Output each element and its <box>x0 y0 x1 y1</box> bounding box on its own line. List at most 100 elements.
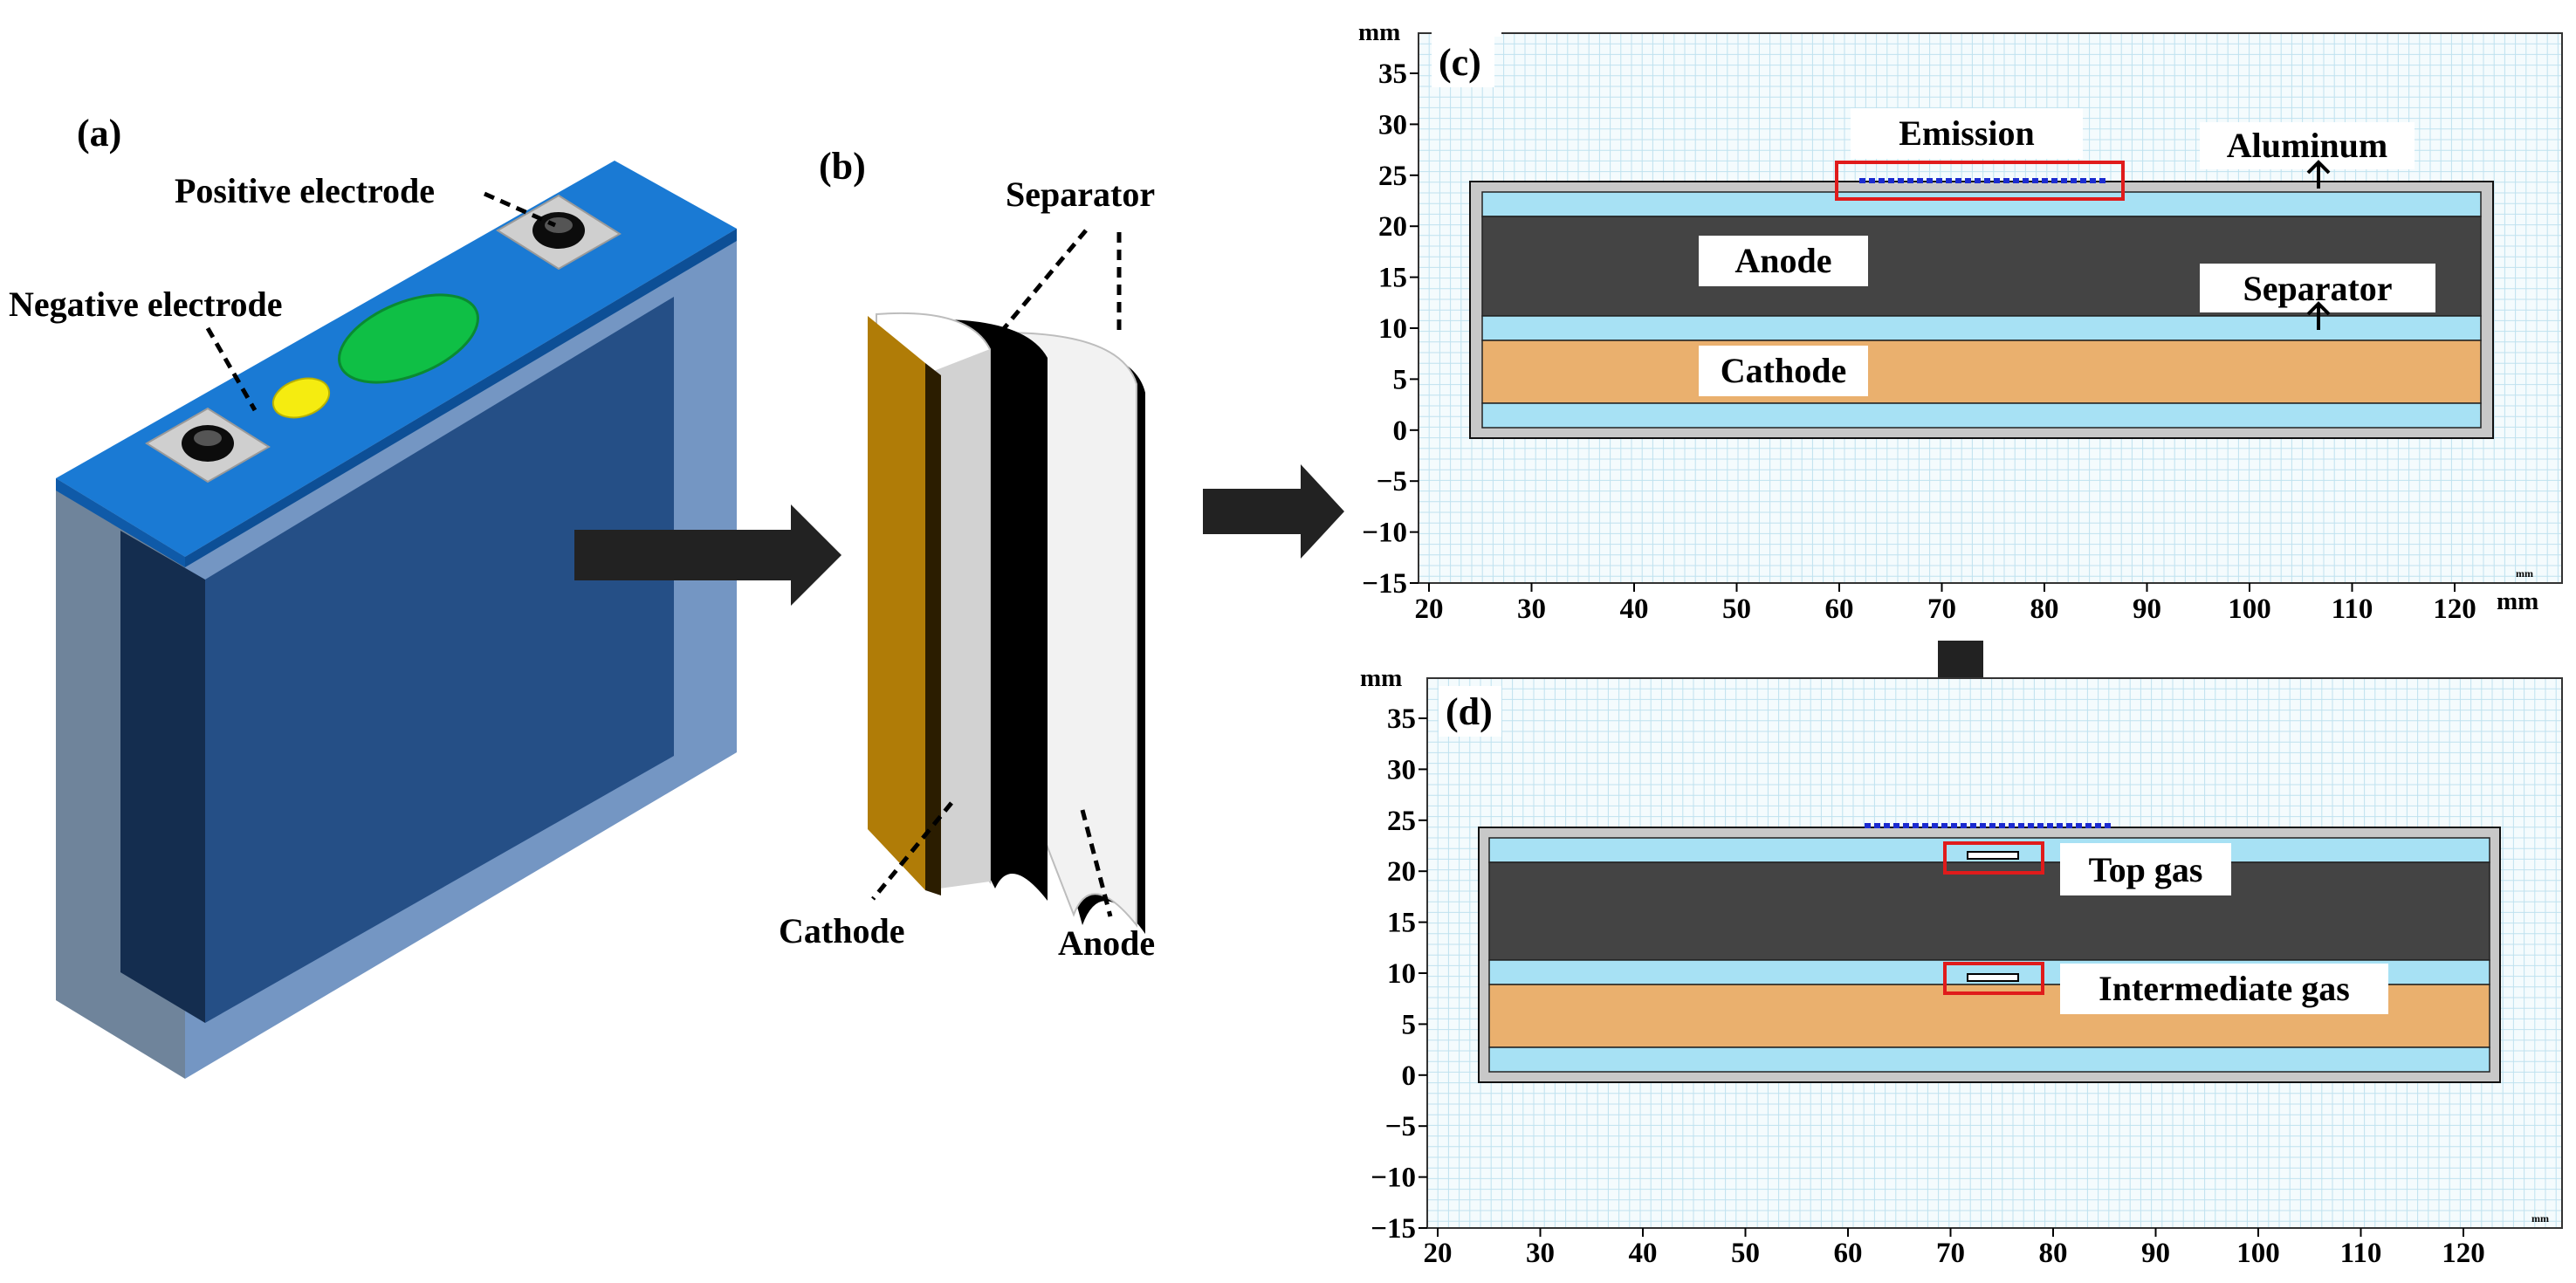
panel-c-labels: Emission Aluminum Anode Separator Cathod… <box>1699 108 2435 396</box>
x-tick-label: 20 <box>1424 1238 1453 1269</box>
panel-d-labels: Top gas Intermediate gas <box>2060 843 2388 1014</box>
negative-terminal <box>145 407 271 484</box>
panel-d-letter-box <box>1439 686 1501 737</box>
y-tick-label: −15 <box>1370 1213 1416 1245</box>
positive-electrode-leader <box>483 191 557 228</box>
anode-label-b: Anode <box>1058 923 1155 963</box>
x-tick-label: 50 <box>1722 593 1751 625</box>
aluminum-label-box <box>2200 122 2415 169</box>
y-tick-label: 30 <box>1378 109 1407 141</box>
x-tick-label: 110 <box>2340 1238 2382 1269</box>
panel-b-letter: (b) <box>819 145 866 188</box>
panel-d-inset-unit: mm <box>2531 1212 2549 1225</box>
top-gas-label: Top gas <box>2089 850 2203 889</box>
panel-c-plot-frame <box>1418 32 2563 584</box>
x-tick-label: 100 <box>2236 1238 2280 1269</box>
battery-inner-front <box>205 297 674 1023</box>
emission-label-box <box>1851 108 2083 159</box>
separator-leader-1 <box>986 229 1088 349</box>
x-tick-label: 90 <box>2141 1238 2170 1269</box>
anode-label-box <box>1699 236 1868 286</box>
x-tick-label: 40 <box>1620 593 1649 625</box>
panel-d-cell-model <box>1478 823 2501 1083</box>
x-tick-label: 110 <box>2332 593 2373 625</box>
y-tick-label: 20 <box>1378 211 1407 243</box>
panel-c-y-unit: mm <box>1358 18 1400 46</box>
top-gas-label-box <box>2060 843 2231 895</box>
x-tick-label: 30 <box>1526 1238 1555 1269</box>
top-gas-channel <box>1967 851 2019 860</box>
cathode-label-c: Cathode <box>1721 351 1846 390</box>
separator-layer-middle <box>1481 315 2482 341</box>
panel-c: Emission Aluminum Anode Separator Cathod… <box>1358 18 2563 625</box>
separator-sheet-edge <box>927 349 990 890</box>
x-tick-label: 60 <box>1825 593 1854 625</box>
cathode-label-b: Cathode <box>779 911 904 950</box>
emission-label: Emission <box>1899 113 2035 153</box>
separator-layer-top <box>1481 191 2482 217</box>
anode-label-c: Anode <box>1735 241 1831 280</box>
y-tick-label: 5 <box>1393 364 1408 395</box>
anode-layer-d <box>1488 861 2490 961</box>
y-tick-label: −5 <box>1377 466 1407 497</box>
panel-c-inset-unit: mm <box>2516 567 2533 580</box>
y-tick-label: 35 <box>1387 703 1416 735</box>
anode-leader <box>1080 809 1113 917</box>
panel-a: (a) Positive electrode Negative elect <box>9 112 737 1079</box>
y-tick-label: −10 <box>1362 518 1407 549</box>
arrow-b-to-c <box>1203 464 1344 559</box>
positive-electrode-label: Positive electrode <box>175 171 435 210</box>
x-tick-label: 40 <box>1629 1238 1658 1269</box>
cathode-leader <box>871 801 953 901</box>
safety-vent <box>338 293 479 384</box>
intermediate-gas-label: Intermediate gas <box>2099 969 2350 1008</box>
aluminum-label: Aluminum <box>2227 126 2388 165</box>
x-tick-label: 20 <box>1415 593 1444 625</box>
panel-a-letter: (a) <box>77 112 121 154</box>
panel-c-top-mask <box>1432 26 1501 37</box>
x-tick-label: 80 <box>2030 593 2059 625</box>
battery-lid-edge <box>56 478 185 567</box>
intermediate-gas-label-box <box>2060 964 2388 1014</box>
panel-c-letter: (c) <box>1439 41 1481 84</box>
panel-c-letter-box <box>1432 37 1494 87</box>
top-gas-highlight-box <box>1943 841 2044 875</box>
y-tick-label: 15 <box>1387 908 1416 939</box>
y-tick-label: 10 <box>1387 958 1416 990</box>
panel-d-plot-frame <box>1426 677 2563 1229</box>
panel-d-letter: (d) <box>1446 690 1493 733</box>
x-tick-label: 50 <box>1731 1238 1760 1269</box>
separator-layer-bottom-d <box>1488 1046 2490 1073</box>
y-tick-label: −15 <box>1362 568 1407 600</box>
y-tick-label: 15 <box>1378 263 1407 294</box>
cathode-label-box <box>1699 346 1868 396</box>
x-tick-label: 120 <box>2442 1238 2485 1269</box>
panel-d-y-unit: mm <box>1360 664 1402 692</box>
x-tick-label: 70 <box>1927 593 1956 625</box>
cathode-foil <box>868 316 925 890</box>
x-tick-label: 120 <box>2433 593 2476 625</box>
aluminum-pointer-arrow <box>2306 160 2331 189</box>
intermediate-gas-channel <box>1967 973 2019 982</box>
x-tick-label: 30 <box>1517 593 1546 625</box>
y-tick-label: 20 <box>1387 856 1416 888</box>
battery-lid-edge-right <box>185 229 737 567</box>
y-tick-label: 25 <box>1387 806 1416 837</box>
intermediate-gas-highlight-box <box>1943 962 2044 995</box>
y-tick-label: 35 <box>1378 58 1407 90</box>
y-tick-label: 30 <box>1387 754 1416 786</box>
x-tick-label: 100 <box>2228 593 2271 625</box>
positive-terminal <box>496 194 622 271</box>
panel-c-x-unit: mm <box>2497 587 2538 615</box>
y-tick-label: −10 <box>1370 1163 1416 1194</box>
separator-label: Separator <box>1006 175 1155 214</box>
x-tick-label: 90 <box>2133 593 2161 625</box>
arrow-a-to-b <box>574 504 841 606</box>
indicator-dot <box>271 377 331 419</box>
y-tick-label: 0 <box>1402 1060 1417 1092</box>
negative-electrode-leader <box>205 326 258 412</box>
